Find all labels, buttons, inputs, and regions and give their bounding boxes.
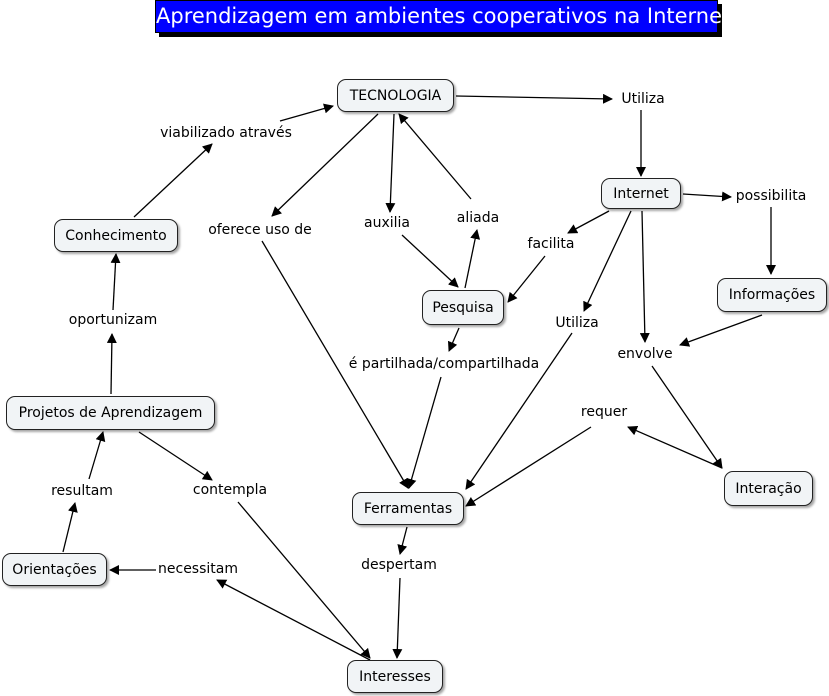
connector <box>397 526 408 555</box>
link-utiliza-mid: Utiliza <box>554 315 600 331</box>
connector <box>639 210 650 343</box>
link-despertam: despertam <box>360 557 438 573</box>
node-orientacoes[interactable]: Orientações <box>2 553 107 586</box>
node-tecnologia[interactable]: TECNOLOGIA <box>337 79 454 112</box>
connector <box>88 431 106 480</box>
link-partilhada-compartilhada: é partilhada/compartilhada <box>347 356 541 372</box>
connector <box>682 191 732 202</box>
connector <box>583 210 632 312</box>
link-requer: requer <box>579 404 629 420</box>
connector <box>627 426 723 469</box>
connector <box>62 502 78 553</box>
node-pesquisa[interactable]: Pesquisa <box>422 290 504 325</box>
node-interesses[interactable]: Interesses <box>347 660 443 693</box>
diagram-title: Aprendizagem em ambientes cooperativos n… <box>155 0 730 33</box>
link-utiliza-top: Utiliza <box>620 91 666 107</box>
connector <box>138 431 213 481</box>
connector <box>448 327 460 352</box>
connector <box>261 240 409 489</box>
node-informacoes[interactable]: Informações <box>717 278 827 312</box>
link-auxilia: auxilia <box>363 215 411 231</box>
node-projetos-aprendizagem[interactable]: Projetos de Aprendizagem <box>6 396 215 430</box>
link-envolve: envolve <box>616 346 674 362</box>
connector <box>507 255 546 303</box>
connector <box>271 113 379 217</box>
connector <box>465 426 592 507</box>
connector <box>279 103 334 122</box>
connector <box>110 253 121 311</box>
connector <box>455 93 613 104</box>
connector <box>464 229 481 289</box>
link-viabilizado-atraves: viabilizado através <box>159 125 293 141</box>
node-conhecimento[interactable]: Conhecimento <box>54 219 178 252</box>
link-oferece-uso-de: oferece uso de <box>207 222 313 238</box>
connector <box>385 113 396 213</box>
node-ferramentas[interactable]: Ferramentas <box>352 492 464 525</box>
connector <box>237 501 371 659</box>
link-aliada: aliada <box>455 210 501 226</box>
connector <box>106 333 117 395</box>
connector <box>216 579 371 661</box>
connector <box>651 365 723 469</box>
connector <box>567 210 610 234</box>
connector <box>392 577 403 659</box>
link-resultam: resultam <box>50 483 114 499</box>
connector <box>401 234 459 288</box>
link-necessitam: necessitam <box>157 561 239 577</box>
link-possibilita: possibilita <box>734 188 808 204</box>
connector <box>133 143 213 218</box>
connector <box>406 376 442 489</box>
link-facilita: facilita <box>526 236 576 252</box>
node-interacao[interactable]: Interação <box>724 471 813 506</box>
connector <box>679 314 763 347</box>
node-internet[interactable]: Internet <box>601 178 681 209</box>
connector <box>398 113 472 200</box>
connector <box>465 332 573 490</box>
link-oportunizam: oportunizam <box>67 312 159 328</box>
link-contempla: contempla <box>191 482 269 498</box>
